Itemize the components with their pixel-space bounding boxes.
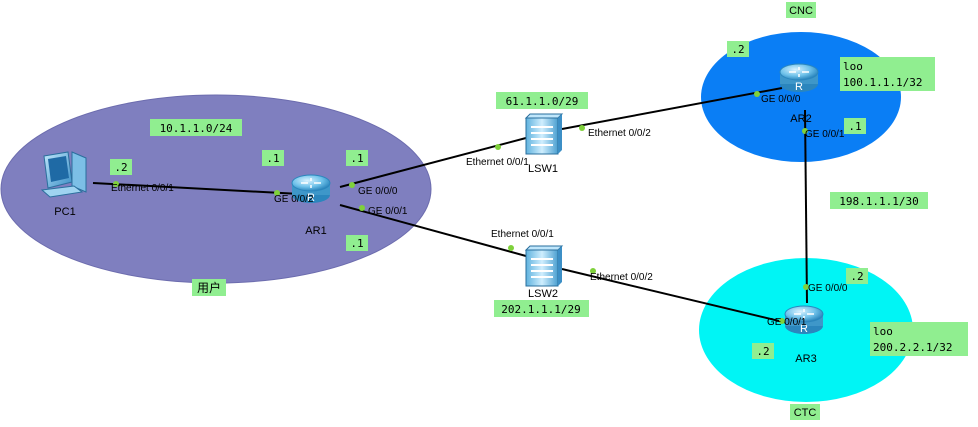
svg-text:R: R bbox=[795, 81, 803, 93]
device-label-lsw2: LSW2 bbox=[528, 288, 558, 300]
port-label-lsw2-eth1: Ethernet 0/0/1 bbox=[491, 229, 554, 240]
host-ar1-ctc-bg bbox=[346, 235, 368, 251]
pc-icon[interactable] bbox=[40, 151, 87, 198]
svg-text:R: R bbox=[307, 192, 315, 204]
host-ar3-ctc-bg bbox=[752, 343, 774, 359]
area-label-user-bg bbox=[192, 279, 226, 296]
port-dot-ar2-ge000 bbox=[754, 91, 760, 97]
router-icon[interactable]: R bbox=[291, 174, 331, 204]
area-label-user: 用户 bbox=[197, 280, 221, 295]
subnet-cnc-link-bg bbox=[496, 92, 588, 109]
host-ar2-isp-bg bbox=[844, 118, 866, 134]
subnet-ctc-link-bg bbox=[494, 300, 589, 317]
subnet-isp-link-bg bbox=[830, 192, 928, 209]
host-ar1-cnc-bg bbox=[346, 150, 368, 166]
device-label-lsw1: LSW1 bbox=[528, 163, 558, 175]
link-ar1-lsw1 bbox=[339, 137, 527, 188]
host-ar1-cnc: .1 bbox=[350, 152, 363, 165]
links bbox=[92, 87, 808, 327]
area-label-cnc-bg bbox=[786, 2, 816, 18]
host-ar1-lan: .1 bbox=[266, 152, 279, 165]
area-label-cnc: CNC bbox=[789, 5, 813, 17]
port-dot-lsw2-eth2 bbox=[590, 268, 596, 274]
subnet-ctc-link: 202.1.1.1/29 bbox=[501, 303, 580, 316]
host-ar1-lan-bg bbox=[262, 150, 284, 166]
port-dot-pc1 bbox=[113, 181, 119, 187]
host-pc1: .2 bbox=[114, 161, 127, 174]
area-label-ctc: CTC bbox=[794, 407, 817, 419]
svg-text:R: R bbox=[800, 323, 808, 335]
switch-icon[interactable] bbox=[524, 245, 564, 287]
port-dot-ar1-ge002 bbox=[274, 190, 280, 196]
subnet-user-lan: 10.1.1.0/24 bbox=[160, 122, 233, 135]
subnet-cnc-link: 61.1.1.0/29 bbox=[506, 95, 579, 108]
loopback-ar2-bg bbox=[840, 57, 935, 91]
port-label-ar1-ge002: GE 0/0/2 bbox=[274, 194, 314, 205]
label-backgrounds bbox=[110, 2, 968, 420]
port-label-lsw1-eth1: Ethernet 0/0/1 bbox=[466, 157, 529, 168]
host-ar2-isp: .1 bbox=[848, 120, 861, 133]
loopback-ar3-title: loo bbox=[873, 325, 893, 338]
host-ar1-ctc: .1 bbox=[350, 237, 363, 250]
port-dots bbox=[113, 91, 809, 324]
loopback-ar3-bg bbox=[870, 322, 968, 356]
host-pc1-bg bbox=[110, 159, 132, 175]
host-ar2-cnc-bg bbox=[727, 41, 749, 57]
host-ar3-isp: .2 bbox=[850, 270, 863, 283]
loopback-ar2-title: loo bbox=[843, 60, 863, 73]
area-label-ctc-bg bbox=[790, 404, 820, 420]
port-label-ar2-ge001: GE 0/0/1 bbox=[805, 129, 845, 140]
switch-icon[interactable] bbox=[524, 113, 564, 155]
port-label-ar2-ge000: GE 0/0/0 bbox=[761, 94, 801, 105]
link-ar2-ar3 bbox=[804, 109, 808, 304]
router-icon[interactable]: R bbox=[779, 63, 819, 93]
router-icon[interactable]: R bbox=[784, 305, 824, 335]
link-lsw2-ar3 bbox=[561, 268, 801, 327]
device-label-ar2: AR2 bbox=[790, 113, 811, 125]
link-ar1-lsw2 bbox=[339, 204, 527, 257]
port-label-pc1-eth: Ethernet 0/0/1 bbox=[111, 183, 174, 194]
port-dot-ar1-ge001 bbox=[359, 205, 365, 211]
link-pc1-ar1 bbox=[92, 182, 301, 195]
port-label-ar1-ge000: GE 0/0/0 bbox=[358, 186, 398, 197]
device-label-pc1: PC1 bbox=[54, 206, 75, 218]
device-label-ar3: AR3 bbox=[795, 353, 816, 365]
port-label-lsw1-eth2: Ethernet 0/0/2 bbox=[588, 128, 651, 139]
port-dot-ar3-ge001 bbox=[779, 318, 785, 324]
port-dot-lsw1-eth2 bbox=[579, 125, 585, 131]
port-dot-ar1-ge000 bbox=[349, 182, 355, 188]
port-dot-ar2-ge001 bbox=[802, 128, 808, 134]
port-dot-ar3-ge000 bbox=[803, 284, 809, 290]
host-ar3-isp-bg bbox=[846, 268, 868, 284]
port-label-lsw2-eth2: Ethernet 0/0/2 bbox=[590, 272, 653, 283]
subnet-isp-link: 198.1.1.1/30 bbox=[839, 195, 918, 208]
host-ar2-cnc: .2 bbox=[731, 43, 744, 56]
port-label-ar3-ge000: GE 0/0/0 bbox=[808, 283, 848, 294]
loopback-ar3-addr: 200.2.2.1/32 bbox=[873, 341, 952, 354]
subnet-user-lan-bg bbox=[150, 119, 242, 136]
loopback-ar2-addr: 100.1.1.1/32 bbox=[843, 76, 922, 89]
host-ar3-ctc: .2 bbox=[756, 345, 769, 358]
link-lsw1-ar2 bbox=[561, 87, 783, 130]
device-label-ar1: AR1 bbox=[305, 225, 326, 237]
port-label-ar3-ge001: GE 0/0/1 bbox=[767, 317, 807, 328]
port-dot-lsw2-eth1 bbox=[508, 245, 514, 251]
port-dot-lsw1-eth1 bbox=[495, 144, 501, 150]
port-label-ar1-ge001: GE 0/0/1 bbox=[368, 206, 408, 217]
